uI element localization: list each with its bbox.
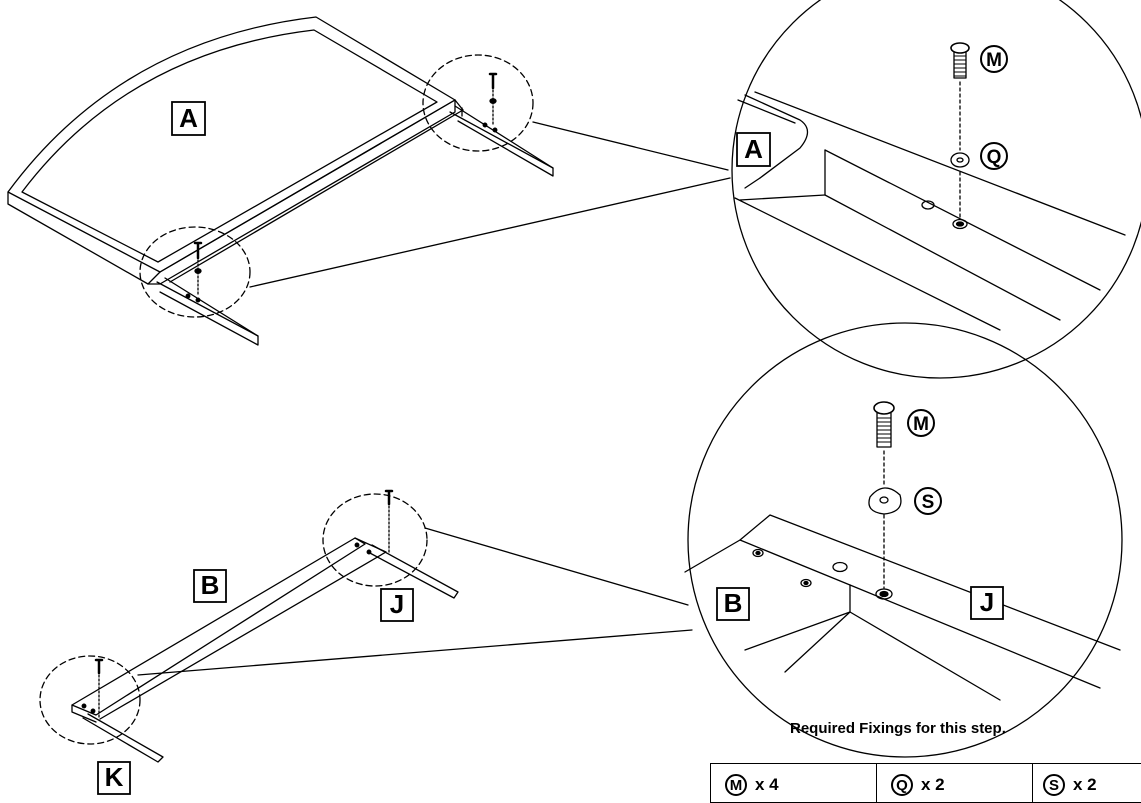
label-q-top: Q [980, 142, 1008, 170]
detail-zoom-circle [731, 0, 1141, 379]
fixings-caption: Required Fixings for this step. [790, 720, 1006, 737]
label-a-detail: A [736, 132, 771, 167]
svg-text:K: K [105, 762, 124, 792]
fixing-cell-m: M x 4 [711, 764, 877, 802]
fixing-qty-s: x 2 [1073, 775, 1097, 794]
label-s-bottom: S [914, 487, 942, 515]
beam-b [71, 537, 387, 723]
bolt-icon [384, 489, 394, 554]
label-b-detail: B [716, 587, 750, 621]
svg-text:M: M [986, 50, 1002, 71]
leader-line [532, 121, 729, 171]
label-m-bottom: M [907, 409, 935, 437]
fixing-code-q: Q [891, 774, 913, 796]
label-m-top: M [980, 45, 1008, 73]
fixings-table: M x 4 Q x 2 S x 2 [710, 763, 1141, 803]
detail-hole-icon [875, 588, 893, 600]
label-k-leg: K [97, 761, 131, 795]
svg-text:A: A [744, 134, 763, 164]
bolt-icon [193, 241, 203, 297]
svg-text:B: B [724, 588, 743, 618]
leg-k [81, 703, 164, 763]
detail-bolt-icon [950, 42, 970, 219]
top-arm-left [156, 277, 259, 346]
bolt-icon [488, 72, 498, 127]
svg-text:B: B [201, 570, 220, 600]
label-a-top: A [171, 101, 206, 136]
fixing-code-m: M [725, 774, 747, 796]
fixing-qty-m: x 4 [755, 775, 779, 794]
fixing-cell-s: S x 2 [1033, 764, 1141, 802]
svg-text:A: A [179, 103, 198, 133]
detail-zoom-circle [687, 322, 1123, 758]
leader-line [424, 527, 689, 606]
svg-text:S: S [922, 492, 935, 513]
detail-bolt-icon [873, 401, 895, 589]
label-j-detail: J [970, 586, 1004, 620]
svg-text:J: J [390, 589, 404, 619]
detail-top-rail [734, 91, 1126, 331]
leader-line [249, 177, 731, 288]
label-j-leg: J [380, 588, 414, 622]
svg-text:J: J [980, 587, 994, 617]
label-b-beam: B [193, 569, 227, 603]
desk-top-outline [7, 16, 456, 285]
detail-circle [422, 54, 534, 152]
detail-beam-b [684, 514, 1121, 701]
detail-top-panel [737, 94, 809, 189]
fixing-qty-q: x 2 [921, 775, 945, 794]
detail-circle [139, 226, 251, 318]
leader-line [137, 629, 693, 676]
top-arm-right [449, 105, 554, 177]
detail-hole-icon [952, 218, 968, 230]
fixing-code-s: S [1043, 774, 1065, 796]
bolt-icon [94, 658, 104, 719]
detail-circle [322, 493, 428, 587]
fixing-cell-q: Q x 2 [877, 764, 1033, 802]
svg-text:M: M [913, 414, 929, 435]
detail-washer-icon [868, 487, 902, 515]
detail-washer-icon [950, 152, 970, 168]
svg-text:Q: Q [987, 147, 1002, 168]
detail-circle [39, 655, 141, 745]
